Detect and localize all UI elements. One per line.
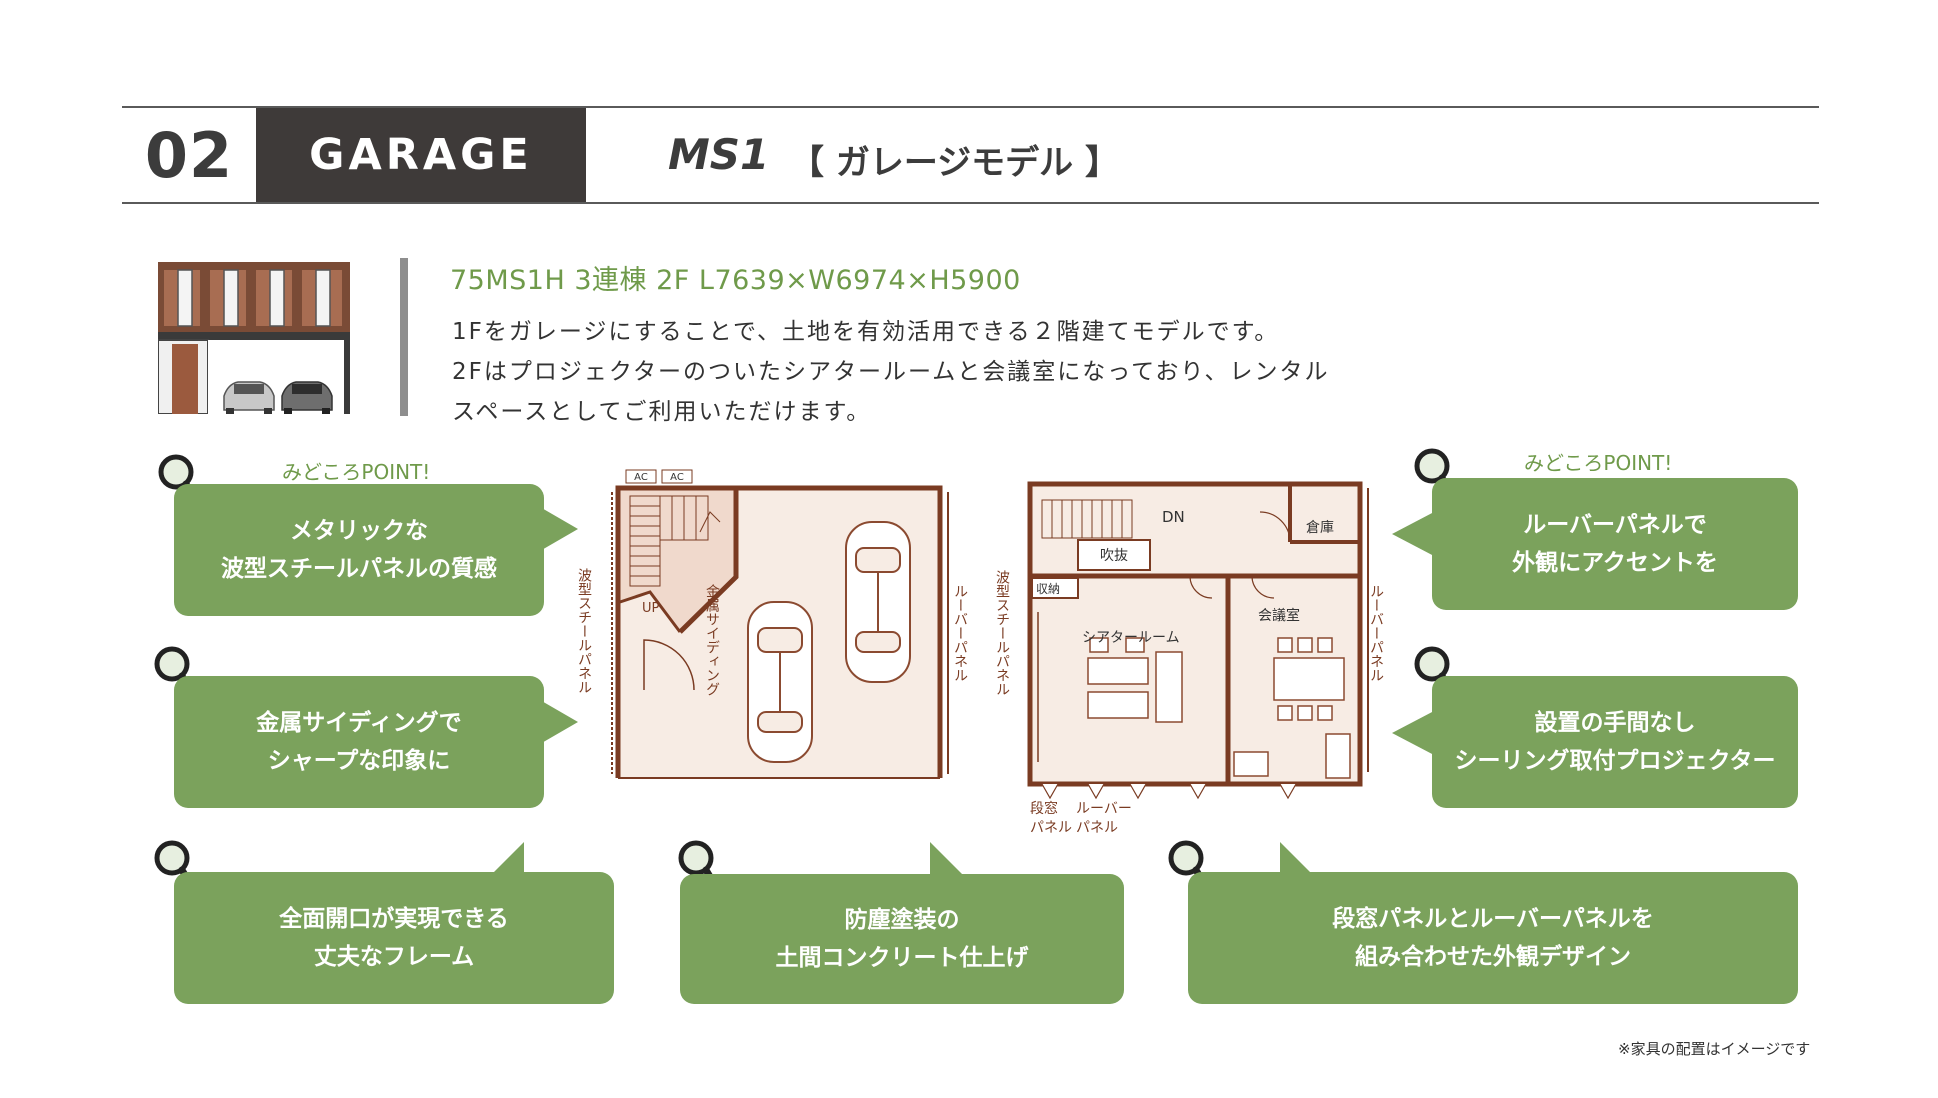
wall-label-louver-panel: ルーバーパネル <box>1368 584 1384 682</box>
car-icon <box>281 381 333 414</box>
callout-tail <box>1280 842 1314 876</box>
header-top-rule <box>122 106 1819 108</box>
callout-text: シャープな印象に <box>267 748 451 774</box>
dn-label: DN <box>1162 508 1185 526</box>
callout-text: 金属サイディングで <box>256 710 462 736</box>
floor-plan-1f: AC AC UP <box>611 469 949 779</box>
point-label-left: みどころPOINT! <box>282 460 431 484</box>
section-category: GARAGE <box>256 108 586 202</box>
callout-text: 設置の手間なし <box>1534 710 1696 736</box>
theater-room-label: シアタールーム <box>1082 630 1180 646</box>
car-icon <box>845 521 911 683</box>
callout-tail <box>490 842 524 876</box>
description-line-2: 2Fはプロジェクターのついたシアタールームと会議室になっており、レンタル <box>452 359 1330 385</box>
callout-text: 波型スチールパネルの質感 <box>221 556 497 582</box>
section-number: 02 <box>144 118 234 192</box>
car-icon <box>747 601 813 763</box>
callout-text: 外観にアクセントを <box>1512 550 1718 576</box>
building-thumbnail <box>158 262 350 414</box>
ac-label: AC <box>670 472 684 483</box>
wall-label-metal-siding: 金属サイディング <box>704 584 720 696</box>
callout-text: シーリング取付プロジェクター <box>1454 748 1776 774</box>
furniture-note: ※家具の配置はイメージです <box>1618 1040 1811 1058</box>
model-type: 【 ガレージモデル 】 <box>790 143 1119 183</box>
wall-label-steel-panel: 波型スチールパネル <box>576 568 592 694</box>
callout-right-bottom: 段窓パネルとルーバーパネルを 組み合わせた外観デザイン <box>1188 872 1798 1004</box>
callout-text: メタリックな <box>290 518 428 544</box>
car-icon <box>223 381 275 414</box>
callout-text: 組み合わせた外観デザイン <box>1355 944 1631 970</box>
label-line: ルーバー <box>1076 801 1132 817</box>
callout-text: 全面開口が実現できる <box>279 906 509 932</box>
callout-text: 防塵塗装の <box>844 907 960 933</box>
bottom-label-window-panel: 段窓 パネル <box>1030 800 1072 838</box>
spec-line: 75MS1H 3連棟 2F L7639×W6974×H5900 <box>450 265 1021 296</box>
header-bottom-rule <box>122 202 1819 204</box>
model-name: MS1 <box>668 130 770 179</box>
callout-text: 土間コンクリート仕上げ <box>775 945 1029 971</box>
callout-left-mid: 金属サイディングで シャープな印象に <box>174 676 544 808</box>
label-line: パネル <box>1076 820 1118 836</box>
callout-tail <box>930 842 964 876</box>
callout-left-top: メタリックな 波型スチールパネルの質感 <box>174 484 544 616</box>
ac-label: AC <box>634 472 648 483</box>
callout-text: 段窓パネルとルーバーパネルを <box>1332 906 1654 932</box>
callout-tail <box>1392 512 1434 556</box>
intro-divider <box>400 258 408 416</box>
callout-center-bottom: 防塵塗装の 土間コンクリート仕上げ <box>680 874 1124 1004</box>
up-label: UP <box>642 601 660 616</box>
callout-text: ルーバーパネルで <box>1523 512 1707 538</box>
storage-label: 倉庫 <box>1306 519 1334 536</box>
callout-tail <box>540 507 578 551</box>
callout-left-bottom: 全面開口が実現できる 丈夫なフレーム <box>174 872 614 1004</box>
closet-label: 収納 <box>1036 582 1060 596</box>
callout-text: 丈夫なフレーム <box>313 944 475 970</box>
floor-plan-2f: DN 倉庫 吹抜 収納 シアタールーム 会議室 <box>1027 481 1369 800</box>
bottom-label-louver-panel: ルーバー パネル <box>1076 800 1132 838</box>
atrium-label: 吹抜 <box>1100 548 1128 564</box>
callout-right-mid: 設置の手間なし シーリング取付プロジェクター <box>1432 676 1798 808</box>
callout-right-top: ルーバーパネルで 外観にアクセントを <box>1432 478 1798 610</box>
wall-label-steel-panel: 波型スチールパネル <box>994 570 1010 696</box>
point-label-right: みどころPOINT! <box>1524 451 1673 475</box>
label-line: 段窓 <box>1030 801 1058 817</box>
wall-label-louver-panel: ルーバーパネル <box>952 584 968 682</box>
meeting-room-label: 会議室 <box>1258 607 1300 624</box>
callout-tail <box>540 700 578 744</box>
description-line-3: スペースとしてご利用いただけます。 <box>452 399 872 425</box>
label-line: パネル <box>1030 820 1072 836</box>
callout-tail <box>1392 711 1434 755</box>
description-line-1: 1Fをガレージにすることで、土地を有効活用できる２階建てモデルです。 <box>452 319 1280 345</box>
